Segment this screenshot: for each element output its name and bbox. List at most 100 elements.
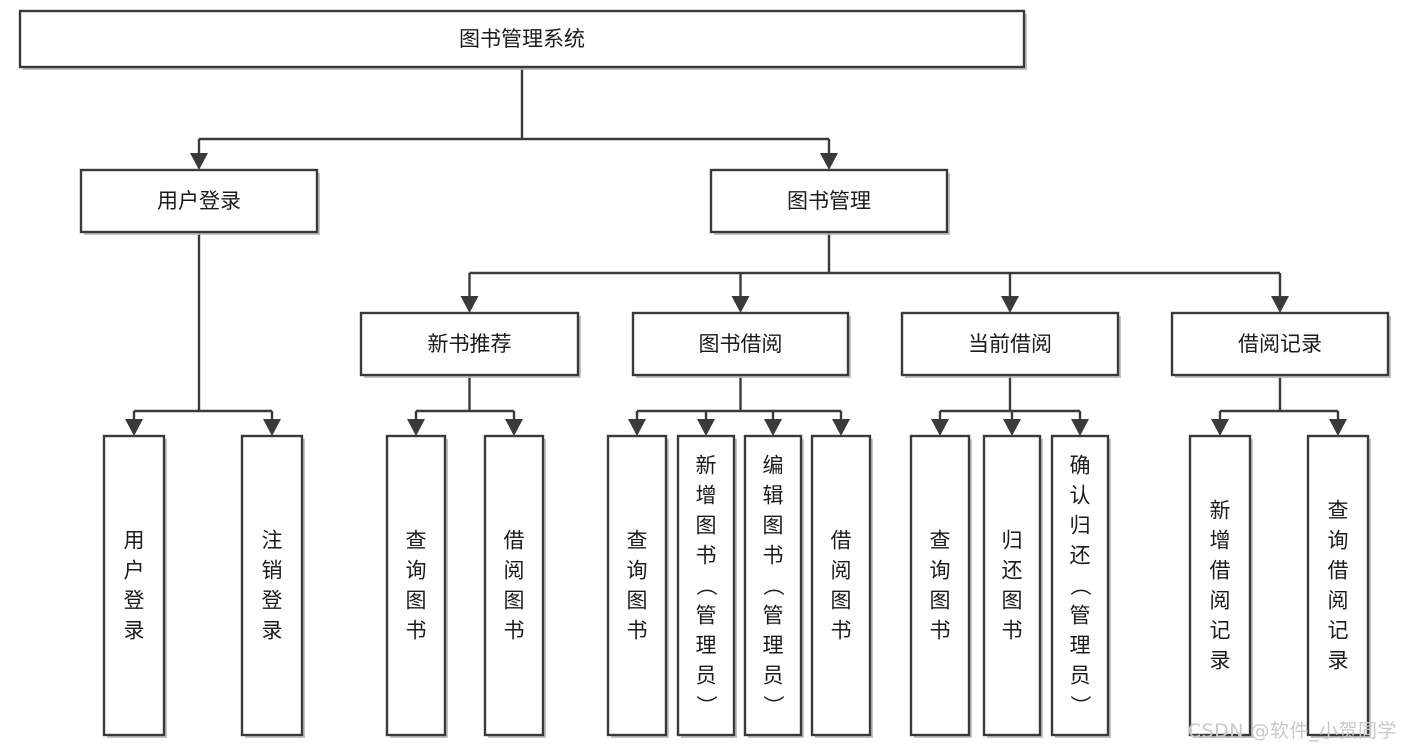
node-rect — [240, 434, 304, 737]
arrow-head-icon — [407, 419, 425, 436]
node-rect — [606, 434, 668, 737]
arrow-head-icon — [1271, 296, 1289, 313]
node-label-char: 确 — [1070, 454, 1091, 478]
node-label-char: 图 — [696, 514, 717, 538]
node-label-char: 查 — [930, 529, 951, 553]
node-rect — [1306, 434, 1370, 737]
node-label-char: 增 — [1210, 529, 1231, 553]
arrow-head-icon — [764, 419, 782, 436]
node-label-char: 阅 — [831, 559, 852, 583]
node-label: 图书管理 — [787, 189, 871, 213]
node-new-book-rec[interactable]: 新书推荐 — [359, 311, 581, 378]
node-label-char: 阅 — [1328, 589, 1349, 613]
node-label-char: 用 — [124, 529, 145, 553]
node-label-char: 员 — [696, 664, 717, 688]
node-rect — [483, 434, 545, 737]
node-label-char: 记 — [1328, 619, 1349, 643]
node-book-manage[interactable]: 图书管理 — [709, 168, 950, 235]
node-label-char: 户 — [124, 559, 145, 583]
node-user-login[interactable]: 用户登录 — [79, 168, 320, 235]
node-label-char: 图 — [504, 589, 525, 613]
node-label-char: 书 — [1002, 619, 1023, 643]
node-label-char: 新 — [1210, 499, 1231, 523]
node-label-char: 图 — [831, 589, 852, 613]
arrow-head-icon — [931, 419, 949, 436]
node-label-char: 还 — [1002, 559, 1023, 583]
csdn-watermark: CSDN @软件_小贺同学 — [1187, 720, 1397, 742]
node-label-char: 员 — [1070, 664, 1091, 688]
arrow-head-icon — [460, 296, 479, 313]
node-rect — [18, 9, 1026, 69]
node-label-char: 登 — [262, 589, 283, 613]
node-rect — [1170, 311, 1390, 377]
node-label: 用户登录 — [157, 189, 241, 213]
node-root[interactable]: 图书管理系统 — [18, 9, 1027, 70]
node-label-char: 书 — [831, 619, 852, 643]
node-book-borrow[interactable]: 图书借阅 — [631, 311, 851, 378]
node-current-borrow[interactable]: 当前借阅 — [900, 311, 1121, 378]
node-rect — [676, 434, 736, 737]
node-label-char: 借 — [1328, 559, 1349, 583]
node-label-char: （ — [694, 575, 718, 596]
node-label-char: 增 — [696, 484, 717, 508]
node-rect — [1188, 434, 1252, 737]
node-rect — [810, 434, 872, 737]
node-label-char: 图 — [763, 514, 784, 538]
node-rect — [385, 434, 447, 737]
node-label-char: 新 — [696, 454, 717, 478]
node-label-char: 借 — [831, 529, 852, 553]
node-label-char: （ — [1068, 575, 1092, 596]
node-label-char: ） — [761, 695, 785, 716]
node-label-char: 询 — [1328, 529, 1349, 553]
node-label-char: 书 — [627, 619, 648, 643]
node-label-char: 书 — [696, 544, 717, 568]
node-label-char: 图 — [930, 589, 951, 613]
node-label-char: 登 — [124, 589, 145, 613]
arrow-head-icon — [125, 419, 143, 436]
node-rect — [1050, 434, 1110, 737]
node-label-char: 管 — [763, 604, 784, 628]
node-layer: 图书管理系统用户登录图书管理新书推荐图书借阅当前借阅借阅记录用户登录注销登录查询… — [18, 9, 1391, 738]
node-label-char: 借 — [1210, 559, 1231, 583]
node-label-char: （ — [761, 575, 785, 596]
node-label-char: ） — [694, 695, 718, 716]
node-label-char: 阅 — [504, 559, 525, 583]
node-label-char: 录 — [1210, 649, 1231, 673]
node-label-char: 询 — [406, 559, 427, 583]
node-label-char: 阅 — [1210, 589, 1231, 613]
node-label: 借阅记录 — [1238, 332, 1322, 356]
node-borrow-record[interactable]: 借阅记录 — [1170, 311, 1391, 378]
arrow-head-icon — [731, 296, 750, 313]
node-label-char: 归 — [1002, 529, 1023, 553]
node-leaf-user-login[interactable]: 用户登录 — [102, 434, 167, 738]
node-rect — [79, 168, 319, 234]
node-label-char: 理 — [696, 634, 717, 658]
node-label-char: 管 — [696, 604, 717, 628]
node-label-char: 还 — [1070, 544, 1091, 568]
node-label-char: 查 — [406, 529, 427, 553]
node-label-char: 认 — [1070, 484, 1091, 508]
node-label-char: 询 — [930, 559, 951, 583]
node-label-char: 图 — [627, 589, 648, 613]
node-label-char: 录 — [262, 619, 283, 643]
node-label-char: 询 — [627, 559, 648, 583]
node-rect — [900, 311, 1120, 377]
node-label-char: 辑 — [763, 484, 784, 508]
node-rect — [743, 434, 803, 737]
arrow-head-icon — [1329, 419, 1347, 436]
node-label-char: 书 — [763, 544, 784, 568]
node-label: 图书借阅 — [699, 332, 783, 356]
